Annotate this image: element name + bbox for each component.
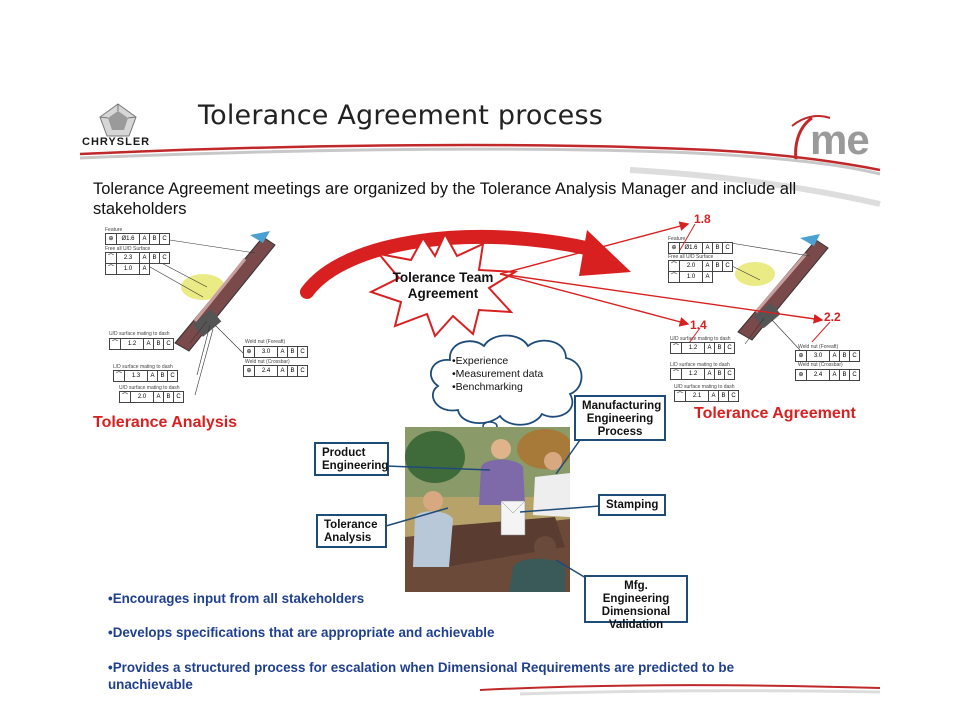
- intro-text: Tolerance Agreement meetings are organiz…: [93, 180, 797, 218]
- change-value-3: 2.2: [824, 310, 841, 324]
- bullet-item: •Develops specifications that are approp…: [108, 625, 495, 640]
- chrysler-wordmark: CHRYSLER: [82, 136, 151, 148]
- tolerance-analysis-label: Tolerance Analysis: [93, 414, 238, 431]
- footer-swoosh: [480, 684, 880, 696]
- thought-item: •Experience: [452, 355, 509, 367]
- star-burst: [368, 231, 519, 338]
- callout-stamping: Stamping: [598, 494, 666, 516]
- star-label: Tolerance Team Agreement: [392, 270, 494, 301]
- meeting-illustration: [405, 427, 570, 592]
- bullet-item: •Provides a structured process for escal…: [108, 660, 735, 692]
- thought-item: •Measurement data: [452, 368, 544, 380]
- callout-line: Validation: [608, 619, 664, 631]
- chrysler-logo: [98, 102, 138, 138]
- change-value-1: 1.8: [694, 212, 711, 226]
- change-value-2: 1.4: [690, 318, 707, 332]
- header-swoosh: [79, 143, 881, 207]
- page-title: Tolerance Agreement process: [198, 100, 604, 131]
- tolerance-agreement-label: Tolerance Agreement: [694, 405, 856, 422]
- callout-line: Mfg. Engineering: [602, 580, 670, 605]
- change-arrows: [499, 221, 831, 342]
- callout-line: Dimensional: [601, 606, 671, 618]
- bullet-item: •Encourages input from all stakeholders: [108, 591, 365, 606]
- callout-mfg-dimensional-validation: Mfg. Engineering Dimensional Validation: [584, 575, 688, 631]
- pentastar-icon: [99, 103, 137, 137]
- callout-pointers: [385, 440, 600, 579]
- thought-list: •Experience •Measurement data •Benchmark…: [452, 355, 543, 394]
- me-logo-swoosh-icon: [791, 115, 831, 161]
- part-sketch-right: [719, 234, 829, 351]
- part-sketch-left: [149, 231, 276, 396]
- callout-manufacturing-engineering: Manufacturing Engineering Process: [574, 395, 666, 441]
- thought-item: •Benchmarking: [452, 381, 523, 393]
- me-logo: [790, 112, 880, 168]
- callout-tolerance-analysis: Tolerance Analysis: [316, 514, 387, 548]
- me-logo-text: me: [810, 116, 870, 163]
- callout-product-engineering: Product Engineering: [314, 442, 389, 476]
